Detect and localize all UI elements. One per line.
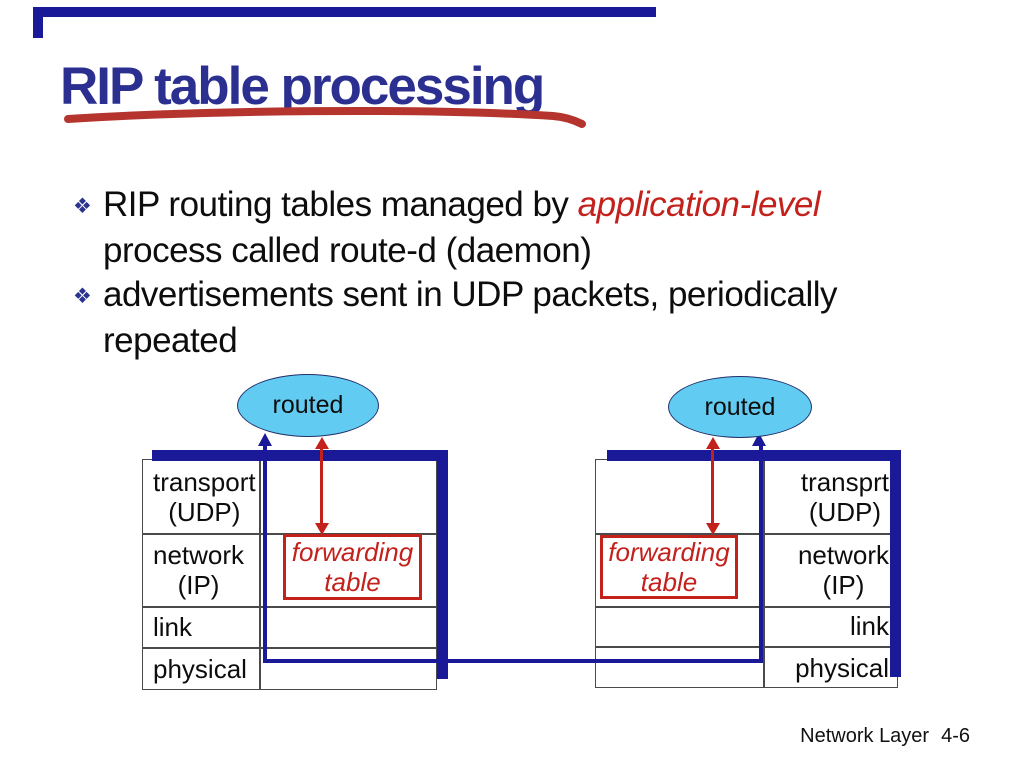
layer-cell-network: network (IP) [143,533,259,606]
red-down-arrowhead-icon [315,523,329,535]
layer-label: link [849,611,889,641]
row-separator [596,606,897,608]
layer-label: network (IP) [153,540,244,600]
forwarding-table-label-line1: forwarding [608,537,730,567]
layer-cell-transport: transprt (UDP) [763,460,899,533]
bullet-item-2: ❖ advertisements sent in UDP packets, pe… [73,272,933,364]
forwarding-table-label-line2: table [324,567,381,597]
layer-cell-network: network (IP) [763,533,899,606]
bullet-2-line2: repeated [103,321,238,360]
top-border-bar [33,7,656,17]
column-divider [763,460,765,687]
left-red-arrow-line [320,447,323,524]
routed-label: routed [704,392,776,421]
left-table-shadow-top [152,450,448,461]
blue-up-arrowhead-icon [258,433,272,446]
bullet-2-line1: advertisements sent in UDP packets, peri… [103,275,838,314]
layer-label-line2: (IP) [822,569,865,600]
row-separator [143,533,436,535]
left-border-stub [33,7,43,38]
layer-cell-transport: transport (UDP) [143,460,259,533]
right-forwarding-table-box: forwarding table [600,535,738,599]
bullet-item-1: ❖ RIP routing tables managed by applicat… [73,182,933,274]
layer-cell-link: link [763,606,899,646]
bullet-1-line1-red: application-level [577,185,821,224]
footer-page-number: 4-6 [941,725,970,747]
bullet-diamond-icon: ❖ [73,195,92,218]
layer-label: physical [153,654,247,684]
slide-footer: Network Layer 4-6 [800,725,970,748]
forwarding-table-label-line2: table [640,567,698,597]
layer-label: transprt (UDP) [801,467,889,527]
bullet-diamond-icon: ❖ [73,285,92,308]
right-blue-vertical-line [759,445,763,663]
red-up-arrowhead-icon [706,437,720,449]
left-table-shadow-right [437,450,448,679]
red-up-arrowhead-icon [315,437,329,449]
layer-label: network (IP) [798,540,889,600]
layer-label-line2: (IP) [177,569,220,600]
layer-label: link [153,611,193,642]
layer-label-line1: network [797,539,889,570]
row-separator [596,533,897,535]
left-routed-process-ellipse: routed [237,374,379,437]
bullet-1-line1-black: RIP routing tables managed by [103,185,578,224]
title-underline-swoosh [64,106,586,128]
layer-cell-physical: physical [143,647,259,691]
slide-title: RIP table processing [60,57,545,116]
footer-section-label: Network Layer [800,725,930,747]
bullet-1-text: RIP routing tables managed by applicatio… [103,182,821,274]
row-separator [143,647,436,649]
layer-cell-link: link [143,606,259,647]
left-forwarding-table-box: forwarding table [283,534,422,600]
left-blue-vertical-line [263,445,267,663]
right-red-arrow-line [711,447,714,524]
layer-cell-physical: physical [763,646,899,689]
physical-link-line [263,659,763,663]
row-separator [143,606,436,608]
right-table-shadow-top [607,450,901,461]
bullet-2-text: advertisements sent in UDP packets, peri… [103,272,838,364]
layer-label: transport (UDP) [153,467,256,527]
column-divider [259,460,261,689]
layer-label: physical [795,652,889,683]
layer-label-line2: (UDP) [168,496,241,527]
layer-label-line1: transprt [800,466,889,497]
row-separator [596,646,897,648]
layer-label-line2: (UDP) [808,496,882,527]
right-table-shadow-right [890,450,901,677]
right-routed-process-ellipse: routed [668,376,812,438]
routed-label: routed [272,391,344,419]
bullet-1-line2: process called route-d (daemon) [103,231,592,270]
forwarding-table-label-line1: forwarding [291,537,414,567]
red-down-arrowhead-icon [706,523,720,535]
layer-label-line1: transport [153,466,256,497]
layer-label-line1: network [153,539,245,570]
